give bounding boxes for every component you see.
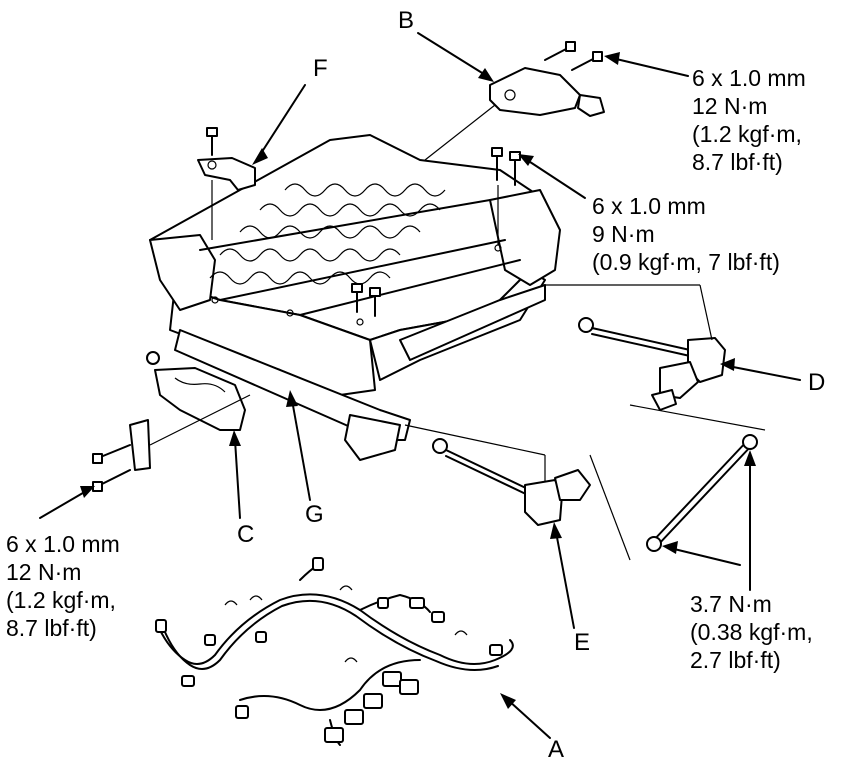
part-c-motor [39,351,251,519]
drive-cable [589,404,766,591]
spec-line: (0.9 kgf·m, 7 lbf·ft) [592,249,780,275]
spec-line: 8.7 lbf·ft) [6,615,97,641]
spec-line: (0.38 kgf·m, [690,619,813,645]
callout-b: B [398,7,414,34]
spec-cable-nut: 3.7 N·m (0.38 kgf·m, 2.7 lbf·ft) [690,591,813,673]
spec-line: (1.2 kgf·m, [692,121,802,147]
spec-line: 6 x 1.0 mm [592,193,706,219]
spec-frame-bolt: 6 x 1.0 mm 9 N·m (0.9 kgf·m, 7 lbf·ft) [592,193,780,275]
bolt-icon [92,469,131,492]
spec-line: (1.2 kgf·m, [6,587,116,613]
part-d-actuator [545,284,801,411]
part-b-motor [417,32,689,161]
spec-line: 6 x 1.0 mm [692,65,806,91]
spec-c-bolt: 6 x 1.0 mm 12 N·m (1.2 kgf·m, 8.7 lbf·ft… [6,531,120,641]
bolt-icon [491,147,503,181]
callout-f: F [313,55,328,82]
bolt-icon [369,287,381,317]
spec-line: 3.7 N·m [690,591,772,617]
callout-d: D [808,369,825,396]
bolt-icon [92,444,131,464]
spec-line: 12 N·m [692,93,767,119]
callout-c: C [237,521,254,548]
spec-line: 9 N·m [592,221,655,247]
spec-line: 12 N·m [6,559,81,585]
part-f-bracket [197,84,306,191]
spec-line: 2.7 lbf·ft) [690,647,781,673]
spec-line: 6 x 1.0 mm [6,531,120,557]
part-e-actuator [404,424,591,629]
bolt-icon [351,283,363,313]
part-a-harness [155,557,551,746]
spec-line: 8.7 lbf·ft) [692,149,783,175]
bolt-icon [544,41,576,61]
callout-a: A [548,736,564,762]
frame-bolts [206,127,521,317]
bolt-icon [571,51,603,71]
callout-e: E [574,629,590,656]
spec-b-bolt: 6 x 1.0 mm 12 N·m (1.2 kgf·m, 8.7 lbf·ft… [692,65,806,175]
callout-g: G [305,501,324,528]
bolt-icon [206,127,218,156]
